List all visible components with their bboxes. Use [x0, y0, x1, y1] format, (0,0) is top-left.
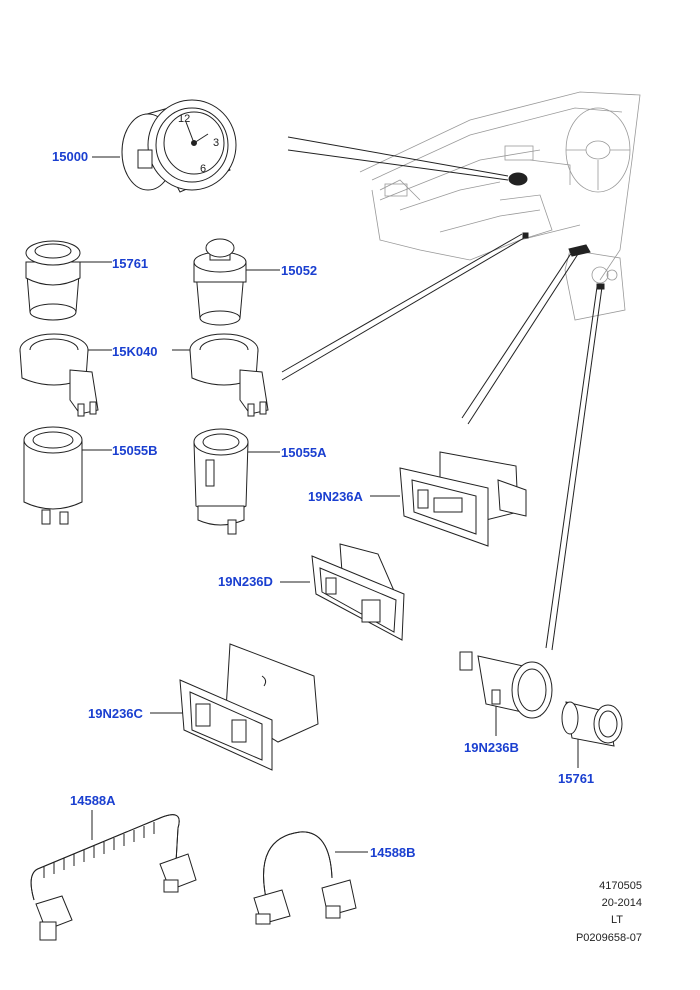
coiled-cable-part-14588A [30, 814, 197, 941]
socket-part-15K040-right [189, 333, 269, 417]
label-15052[interactable]: 15052 [281, 263, 318, 278]
usb-module-part-19N236C [179, 643, 319, 771]
socket-part-15K040-left [19, 333, 99, 417]
leader-lines [80, 136, 603, 853]
cable-part-14588B [253, 831, 357, 925]
lighter-part-15052 [193, 238, 247, 326]
label-19N236B[interactable]: 19N236B [464, 740, 519, 755]
clock-number-12: 12 [178, 113, 190, 125]
label-15055A[interactable]: 15055A [281, 445, 327, 460]
socket-part-15055B [23, 426, 83, 525]
cap-part-15761-bottom [561, 701, 623, 747]
clock-number-3: 3 [213, 137, 219, 149]
label-19N236D[interactable]: 19N236D [218, 574, 273, 589]
clock-number-6: 6 [200, 163, 206, 175]
socket-part-15055A [193, 428, 249, 535]
label-19N236A[interactable]: 19N236A [308, 489, 363, 504]
cap-part-15761-top [25, 240, 81, 321]
label-15055B[interactable]: 15055B [112, 443, 158, 458]
label-19N236C[interactable]: 19N236C [88, 706, 143, 721]
reference-code: LT [610, 914, 623, 926]
usb-module-part-19N236A [399, 451, 527, 547]
label-15761-top[interactable]: 15761 [112, 256, 149, 271]
dashboard-illustration [359, 91, 641, 321]
label-14588A[interactable]: 14588A [70, 793, 116, 808]
clock-part-15000: 12 3 6 [121, 99, 237, 193]
reference-number: 4170505 [599, 880, 642, 892]
label-15761-bottom[interactable]: 15761 [558, 771, 595, 786]
reference-date: 20-2014 [601, 897, 642, 909]
usb-module-part-19N236D [311, 543, 405, 641]
socket-part-19N236B [459, 651, 553, 719]
label-15K040[interactable]: 15K040 [112, 344, 158, 359]
label-14588B[interactable]: 14588B [370, 845, 416, 860]
reference-illustration-id: P0209658-07 [575, 932, 642, 944]
label-15000[interactable]: 15000 [52, 149, 89, 164]
